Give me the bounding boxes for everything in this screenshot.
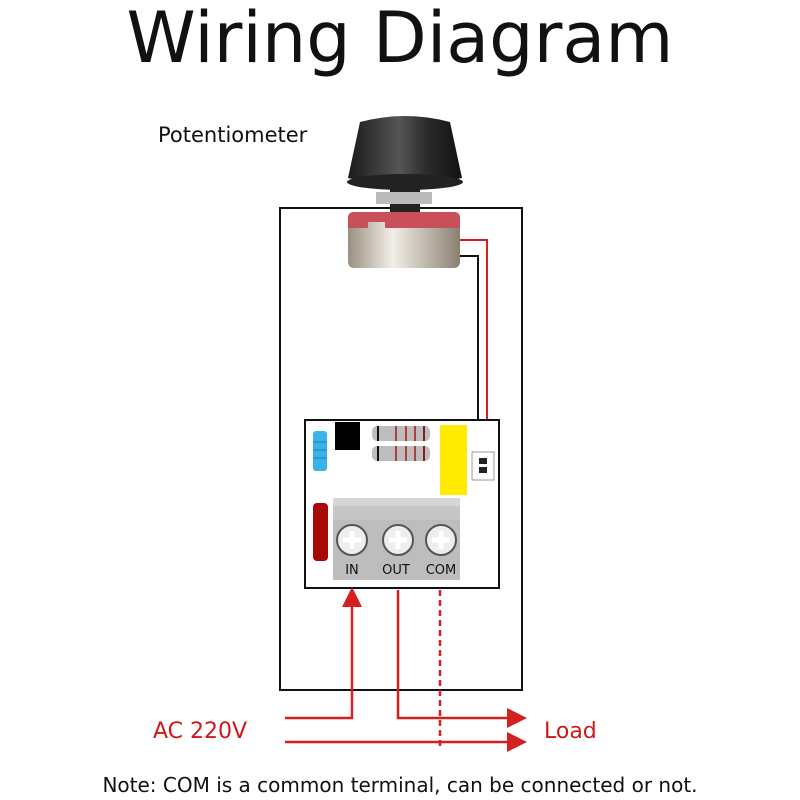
yellow-capacitor: [440, 425, 467, 495]
terminal-out-label: OUT: [382, 563, 410, 578]
load-label: Load: [544, 719, 597, 744]
note-text: Note: COM is a common terminal, can be c…: [102, 773, 697, 797]
ac-input-label: AC 220V: [153, 719, 247, 744]
terminal-block: [333, 498, 460, 580]
pot-connector: [471, 451, 495, 481]
resistors: [372, 426, 430, 461]
black-wire: [460, 255, 479, 452]
blue-component: [313, 431, 327, 471]
red-capacitor: [313, 503, 328, 561]
terminal-in-label: IN: [345, 563, 359, 578]
input-wire-in: [285, 587, 362, 720]
potentiometer-icon: [347, 116, 463, 268]
page-title: Wiring Diagram: [127, 0, 674, 79]
terminal-com-label: COM: [426, 563, 457, 578]
black-chip: [335, 422, 360, 450]
output-wire-load: [396, 590, 527, 728]
potentiometer-label: Potentiometer: [158, 123, 308, 147]
red-wire: [460, 239, 488, 452]
